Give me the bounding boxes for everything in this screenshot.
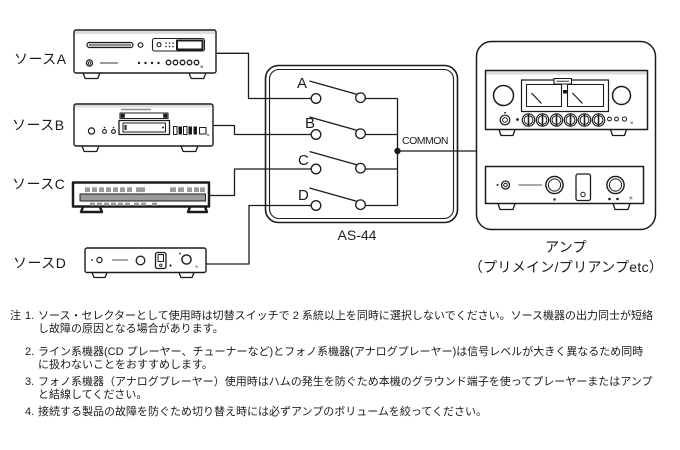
- note-line: 接続する製品の故障を防ぐため切り替え時には必ずアンプのボリュームを絞ってください…: [38, 406, 488, 419]
- power-button: [499, 114, 511, 126]
- switch-c-blade: [309, 150, 357, 166]
- selector-box: [264, 64, 459, 224]
- center-window: [575, 173, 592, 202]
- wire-source-a: [216, 52, 312, 100]
- switch-d-blade: [309, 187, 357, 202]
- note-line: フォノ系機器（アナログプレーヤー）使用時はハムの発生を防ぐため本機のグラウンド端…: [38, 375, 653, 388]
- note-item-2: 2. ライン系機器(CD プレーヤー、チューナーなど)とフォノ系機器(アナログプ…: [10, 346, 672, 373]
- amp-bottom-illustration: [484, 165, 645, 211]
- switch-c-letter: C: [298, 151, 309, 169]
- selector-model-label: AS-44: [337, 227, 377, 243]
- common-label: COMMON: [402, 134, 449, 147]
- button-row-bottom: [90, 202, 157, 206]
- power-button: [85, 59, 94, 67]
- note-number: 1.: [25, 310, 35, 322]
- switch-d-right-contact: [355, 199, 366, 211]
- switch-d: [309, 187, 366, 211]
- note-line: に扱わないことをおすすめします。: [38, 359, 213, 372]
- transport-buttons: [173, 126, 207, 135]
- switch-b: [309, 116, 366, 140]
- footnotes: 注 1. ソース・セレクターとして使用時は切替スイッチで 2 系統以上を同時に選…: [10, 310, 672, 420]
- input-selector-knob: [492, 84, 515, 107]
- switch-b-blade: [309, 116, 357, 131]
- amp-top-illustration: [484, 69, 649, 137]
- disc-tray: [86, 41, 134, 49]
- knob: [135, 255, 146, 266]
- source-c-label: ソースC: [12, 175, 66, 192]
- switch-b-left-contact: [310, 129, 322, 140]
- device-a-illustration: [73, 29, 217, 80]
- tone-knob-row: [521, 113, 606, 127]
- device-c-illustration: [71, 181, 211, 214]
- source-b-label: ソースB: [12, 116, 65, 133]
- device-b-illustration: [73, 103, 214, 153]
- display-window: [176, 39, 204, 51]
- wires: [206, 52, 477, 265]
- note-number: 4.: [25, 406, 35, 419]
- wire-source-c: [209, 168, 312, 197]
- source-d-label: ソースD: [13, 254, 67, 271]
- source-a-label: ソースA: [14, 51, 67, 67]
- selector-knob: [545, 175, 564, 195]
- note-line: ソース・セレクターとして使用時は切替スイッチで 2 系統以上を同時に選択しないで…: [38, 310, 654, 322]
- switch-c: [309, 150, 366, 175]
- amplifier-box: [475, 40, 657, 231]
- note-item-3: 3. フォノ系機器（アナログプレーヤー）使用時はハムの発生を防ぐため本機のグラウ…: [10, 376, 672, 403]
- note-text: 接続する製品の故障を防ぐため切り替え時には必ずアンプのボリュームを絞ってください…: [38, 406, 672, 419]
- wire-source-b: [213, 124, 312, 136]
- amplifier-sublabel: （プリメイン/プリアンプetc）: [468, 258, 664, 275]
- note-line: と結線してください。: [38, 389, 148, 402]
- disc-slot: [119, 112, 169, 120]
- switch-a: [309, 80, 366, 104]
- vu-meter-right: [566, 83, 605, 108]
- wire-source-d: [206, 204, 312, 265]
- phones-jack: [500, 180, 511, 190]
- vu-meter-left: [525, 83, 563, 108]
- switch-b-letter: B: [305, 115, 316, 132]
- switch-b-right-contact: [355, 128, 366, 140]
- knob: [181, 254, 192, 265]
- switch-a-blade: [309, 80, 357, 95]
- volume-knob: [611, 85, 632, 106]
- power-button: [87, 127, 96, 135]
- volume-knob: [606, 175, 625, 195]
- switch-c-right-contact: [355, 162, 366, 174]
- display-panel: [151, 37, 206, 52]
- switch-c-left-contact: [310, 163, 322, 175]
- deck-tray: [118, 119, 171, 136]
- display-bar: [79, 193, 206, 202]
- note-number: 2.: [25, 345, 35, 358]
- switch-a-right-contact: [355, 92, 366, 104]
- button-row-top: [85, 187, 205, 193]
- amplifier-label: アンプ: [545, 239, 587, 255]
- note-text: フォノ系機器（アナログプレーヤー）使用時はハムの発生を防ぐため本機のグラウンド端…: [38, 376, 672, 403]
- common-node-dot: [394, 147, 401, 155]
- toggle-switch: [154, 251, 167, 270]
- switch-d-letter: D: [298, 186, 309, 204]
- note-text: ライン系機器(CD プレーヤー、チューナーなど)とフォノ系機器(アナログプレーヤ…: [38, 346, 672, 373]
- note-text: ソース・セレクターとして使用時は切替スイッチで 2 系統以上を同時に選択しないで…: [38, 310, 672, 337]
- note-line: し故障の原因となる場合があります。: [38, 323, 224, 336]
- note-mark: 注: [10, 310, 21, 322]
- device-d-illustration: [84, 247, 207, 279]
- note-item-4: 4. 接続する製品の故障を防ぐため切り替え時には必ずアンプのボリュームを絞ってく…: [10, 406, 672, 419]
- note-item-1: 注 1. ソース・セレクターとして使用時は切替スイッチで 2 系統以上を同時に選…: [10, 310, 672, 337]
- switch-a-left-contact: [310, 93, 322, 104]
- connection-diagram: [71, 29, 657, 279]
- switch-a-letter: A: [297, 75, 308, 92]
- note-number: 3.: [25, 375, 35, 388]
- note-line: ライン系機器(CD プレーヤー、チューナーなど)とフォノ系機器(アナログプレーヤ…: [38, 345, 644, 358]
- switch-d-left-contact: [310, 200, 322, 211]
